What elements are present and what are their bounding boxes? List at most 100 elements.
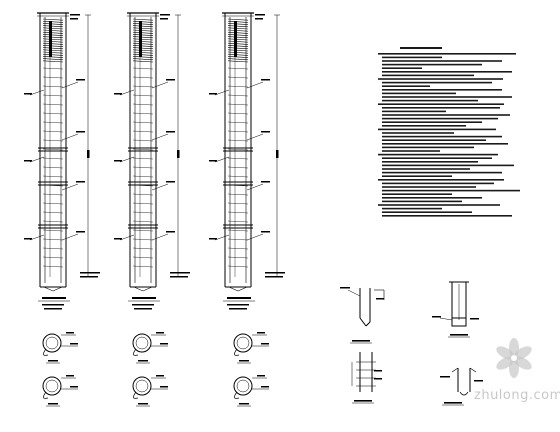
spiral-stirrup [42, 31, 64, 34]
stirrup [42, 130, 64, 133]
note-line [382, 197, 482, 199]
stirrup [132, 67, 154, 70]
annotation-mark [76, 181, 85, 183]
section-hook [234, 348, 240, 356]
spiral-stirrup [132, 31, 154, 34]
note-line [382, 89, 502, 91]
spiral-stirrup [132, 18, 154, 21]
spiral-stirrup [42, 20, 64, 23]
detail-title [450, 334, 468, 336]
note-line [382, 125, 466, 127]
stirrup [42, 85, 64, 88]
detail-hook [459, 391, 469, 396]
spiral-stirrup [42, 34, 64, 36]
leader-line [29, 234, 45, 241]
dimension-text [66, 332, 74, 334]
label-mark [70, 14, 80, 16]
annotation-mark [440, 376, 450, 378]
elevation-subtitle [134, 308, 152, 310]
logo-petal [496, 356, 515, 370]
stirrup [227, 202, 249, 205]
stirrup [132, 76, 154, 79]
stirrup [132, 121, 154, 124]
note-line [382, 211, 472, 213]
section-rebar-ring [236, 336, 250, 350]
spiral-stirrup [132, 34, 154, 36]
section-hook [133, 391, 139, 399]
stirrup [42, 103, 64, 106]
stirrup [227, 211, 249, 214]
stirrup [227, 130, 249, 133]
stirrup [42, 238, 64, 241]
note-line [382, 168, 470, 170]
stirrup [132, 175, 154, 178]
stirrup [132, 103, 154, 106]
leader-line [214, 234, 230, 241]
stirrup [132, 157, 154, 160]
cross-section-2 [132, 332, 168, 364]
note-line [382, 161, 478, 163]
annotation-mark [114, 238, 122, 240]
stirrup [227, 94, 249, 97]
connection-details [340, 281, 483, 406]
note-line [382, 71, 512, 73]
spiral-stirrup [42, 51, 64, 54]
spiral-stirrup [132, 38, 154, 41]
pile-tip [133, 286, 144, 292]
stirrup [42, 112, 64, 115]
side-note [265, 272, 285, 274]
spiral-stirrup [227, 27, 249, 30]
pile-elevation-3 [209, 12, 285, 310]
snowflake-petal-logo-icon [496, 338, 532, 378]
spiral-stirrup [227, 49, 249, 52]
stirrup [227, 148, 249, 151]
detail-title [354, 400, 372, 402]
stirrup [227, 76, 249, 79]
section-hook [133, 348, 139, 356]
spiral-stirrup [42, 45, 64, 47]
stirrup [42, 256, 64, 259]
stirrup [42, 229, 64, 232]
side-note [170, 272, 190, 274]
section-hook [43, 348, 49, 356]
section-outline [42, 376, 62, 396]
note-line [382, 121, 482, 123]
leader-line [119, 89, 135, 96]
annotation-mark [261, 343, 269, 345]
stirrup [227, 139, 249, 142]
stirrup [227, 265, 249, 268]
cross-section-6 [233, 375, 269, 407]
section-label [239, 360, 249, 362]
spiral-stirrup [227, 34, 249, 36]
annotation-mark [70, 343, 78, 345]
elevation-title [132, 297, 156, 299]
stirrup [42, 139, 64, 142]
detail-base [451, 317, 467, 327]
spiral-stirrup [227, 58, 249, 61]
logo-petal [513, 356, 532, 370]
dimension-text [257, 375, 265, 377]
elevation-subtitle [229, 308, 247, 310]
spiral-stirrup [132, 36, 154, 39]
section-outline [233, 333, 253, 353]
section-hook [43, 391, 49, 399]
spiral-stirrup [132, 23, 154, 25]
leader-line [214, 156, 230, 163]
elevation-subtitle [44, 308, 62, 310]
spiral-stirrup [42, 49, 64, 52]
spiral-stirrup [42, 42, 64, 45]
annotation-mark [166, 79, 175, 81]
elevation-subtitle [132, 304, 154, 306]
stirrup [227, 229, 249, 232]
section-rebar-ring [45, 336, 59, 350]
stirrup [227, 175, 249, 178]
spiral-stirrup [227, 47, 249, 50]
annotation-mark [76, 231, 85, 233]
logo-petal [513, 346, 532, 360]
annotation-mark [76, 131, 85, 133]
note-line [378, 153, 498, 156]
leader-line [151, 81, 169, 89]
pile-elevation-1 [24, 12, 100, 310]
note-line [382, 207, 442, 210]
spiral-stirrup [227, 45, 249, 47]
